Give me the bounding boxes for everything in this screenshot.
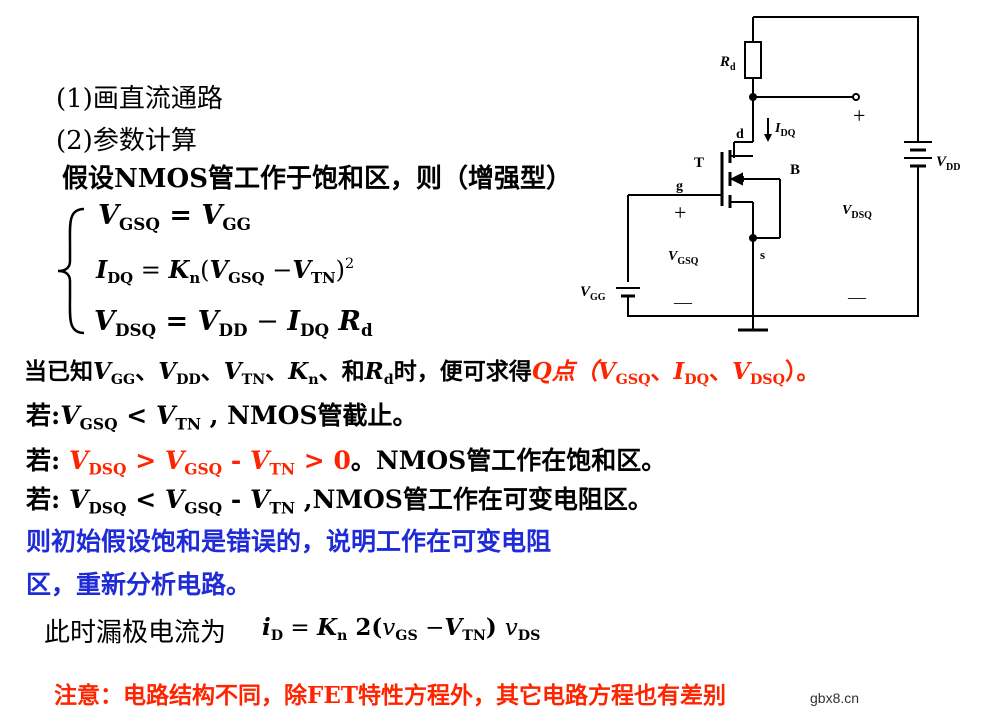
resistor-rd [744, 41, 762, 79]
equation-vgsq: VGSQ = VGG [98, 200, 251, 234]
step-2: (2)参数计算 [56, 126, 197, 156]
source-label: s [760, 247, 765, 262]
gate-plus-sign: + [674, 200, 686, 225]
output-minus-sign: — [847, 287, 867, 307]
rd-label: Rd [719, 54, 736, 73]
vgsq-label: VGSQ [668, 249, 699, 267]
vdsq-label: VDSQ [842, 203, 872, 221]
transistor-label: T [694, 155, 704, 171]
saturation-condition: 若: VDSQ > VGSQ - VTN > 0。NMOS管工作在饱和区。 [26, 446, 667, 479]
gate-label: g [676, 179, 683, 194]
watermark: gbx8.cn [810, 690, 860, 706]
step-1: (1)画直流通路 [56, 84, 223, 114]
idq-label: IDQ [774, 121, 796, 139]
vgg-label: VGG [580, 284, 606, 303]
variable-resistance-condition: 若: VDSQ < VGSQ - VTN ,NMOS管工作在可变电阻区。 [26, 485, 653, 518]
note-line: 注意：电路结构不同，除FET特性方程外，其它电路方程也有差别 [54, 682, 726, 709]
gate-minus-sign: — [673, 292, 693, 312]
output-plus-sign: + [853, 103, 865, 128]
equation-vdsq: VDSQ = VDD − IDQ Rd [94, 306, 373, 340]
top-wire [753, 16, 919, 130]
explanation-line-2: 区，重新分析电路。 [26, 570, 252, 599]
drain-current-label: 此时漏极电流为 [44, 618, 227, 648]
known-values-line: 当已知VGG、VDD、VTN、Kn、和Rd时，便可求得Q点（VGSQ、IDQ、V… [24, 358, 820, 388]
nmos-circuit-diagram: Rd + d IDQ T B g + s VDD VDSQ VGSQ VGG —… [580, 16, 960, 332]
drain-label: d [736, 127, 744, 142]
explanation-line-1: 则初始假设饱和是错误的，说明工作在可变电阻 [26, 527, 552, 556]
cutoff-condition: 若:VGSQ < VTN , NMOS管截止。 [26, 401, 418, 434]
equation-idq: IDQ = Kn(VGSQ −VTN)2 [96, 255, 355, 288]
left-brace [57, 207, 85, 335]
assumption-line: 假设NMOS管工作于饱和区，则（增强型） [62, 164, 572, 194]
body-label: B [790, 162, 800, 178]
drain-current-equation: iD = Kn 2(vGS −VTN) vDS [262, 614, 541, 644]
vdd-label: VDD [936, 154, 960, 173]
